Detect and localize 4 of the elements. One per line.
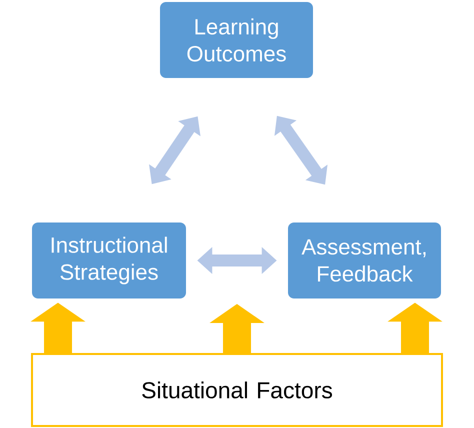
process-box: Assessment, Feedback <box>288 222 441 298</box>
base-box: Situational Factors <box>31 352 443 427</box>
process-box: Learning Outcomes <box>160 2 313 78</box>
process-box: Instructional Strategies <box>32 222 186 298</box>
